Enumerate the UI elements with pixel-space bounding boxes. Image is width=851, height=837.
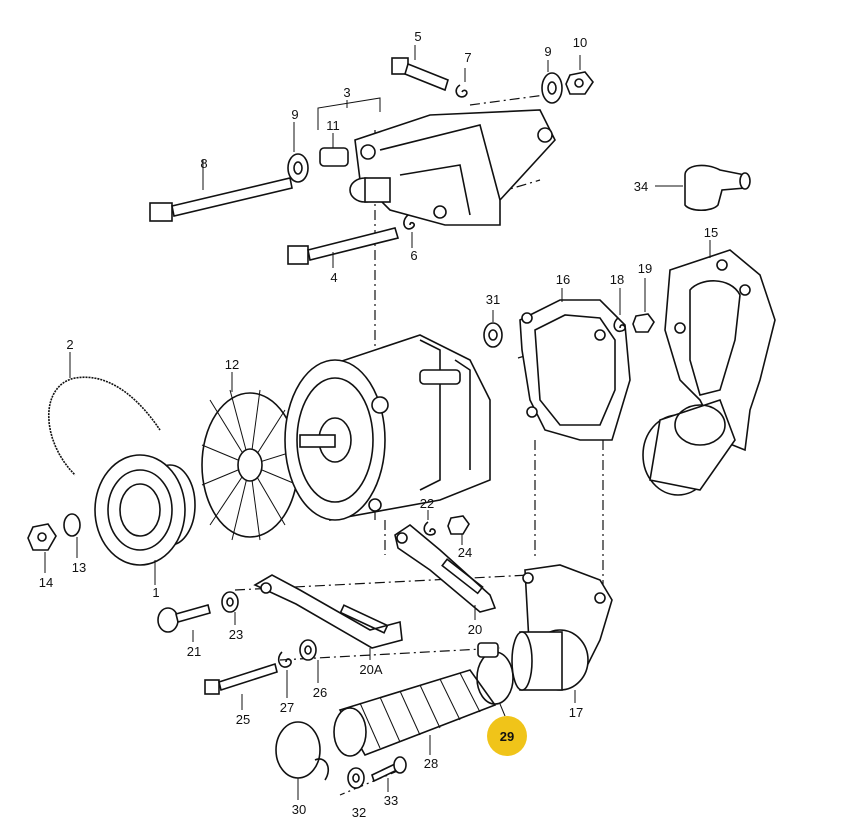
elbow-part-34 bbox=[655, 164, 751, 212]
label-part-8[interactable]: 8 bbox=[200, 156, 207, 171]
label-part-1[interactable]: 1 bbox=[152, 585, 159, 600]
alternator-body bbox=[284, 334, 491, 521]
v-belt-part-2 bbox=[47, 352, 162, 477]
washer-part-23 bbox=[221, 591, 239, 625]
nut-part-19 bbox=[632, 278, 655, 333]
label-part-19[interactable]: 19 bbox=[638, 261, 652, 276]
nut-part-10 bbox=[565, 55, 594, 95]
label-part-23[interactable]: 23 bbox=[229, 627, 243, 642]
label-part-21[interactable]: 21 bbox=[187, 644, 201, 659]
label-part-2[interactable]: 2 bbox=[66, 337, 73, 352]
clip-part-6 bbox=[403, 214, 416, 248]
label-part-10[interactable]: 10 bbox=[573, 35, 587, 50]
label-part-13[interactable]: 13 bbox=[72, 560, 86, 575]
label-part-25[interactable]: 25 bbox=[236, 712, 250, 727]
nut-part-14 bbox=[27, 523, 57, 573]
bolt-part-21 bbox=[157, 604, 211, 642]
cover-part-16 bbox=[519, 288, 631, 441]
label-part-7[interactable]: 7 bbox=[464, 50, 471, 65]
duct-housing-part-15 bbox=[642, 240, 776, 496]
label-part-20[interactable]: 20 bbox=[468, 622, 482, 637]
grommet-part-31 bbox=[483, 310, 503, 348]
bolt-part-8 bbox=[149, 160, 293, 222]
washer-part-32 bbox=[347, 767, 365, 789]
part-labels: 1 2 3 4 5 6 7 8 9 9 10 11 12 13 14 15 16… bbox=[39, 29, 718, 820]
lock-washer-part-13 bbox=[63, 513, 81, 558]
label-part-22[interactable]: 22 bbox=[420, 496, 434, 511]
clamp-part-29 bbox=[476, 642, 514, 717]
hose-part-28 bbox=[333, 669, 497, 757]
nut-part-24 bbox=[447, 515, 470, 545]
bracket-part-20A bbox=[253, 574, 403, 660]
mounting-bracket bbox=[349, 109, 556, 226]
label-part-30[interactable]: 30 bbox=[292, 802, 306, 817]
label-part-14[interactable]: 14 bbox=[39, 575, 53, 590]
bolt-part-25 bbox=[204, 662, 278, 710]
bracket-part-3-brace bbox=[317, 97, 381, 130]
ring-part-30 bbox=[275, 721, 330, 800]
label-part-5[interactable]: 5 bbox=[414, 29, 421, 44]
label-part-9-right[interactable]: 9 bbox=[544, 44, 551, 59]
label-part-18[interactable]: 18 bbox=[610, 272, 624, 287]
washer-part-26 bbox=[299, 639, 319, 683]
washer-part-9-left bbox=[287, 122, 309, 183]
bolt-part-4 bbox=[287, 227, 400, 268]
label-part-26[interactable]: 26 bbox=[313, 685, 327, 700]
label-part-15[interactable]: 15 bbox=[704, 225, 718, 240]
label-part-24[interactable]: 24 bbox=[458, 545, 472, 560]
highlight-marker bbox=[487, 716, 527, 756]
label-part-20A[interactable]: 20A bbox=[359, 662, 382, 677]
label-part-11[interactable]: 11 bbox=[326, 118, 340, 133]
washer-part-9-right bbox=[541, 60, 563, 104]
label-part-33[interactable]: 33 bbox=[384, 793, 398, 808]
label-part-6[interactable]: 6 bbox=[410, 248, 417, 263]
label-part-32[interactable]: 32 bbox=[352, 805, 366, 820]
bushing-part-11 bbox=[319, 133, 349, 167]
label-part-3[interactable]: 3 bbox=[343, 85, 350, 100]
pulley-part-1 bbox=[94, 454, 196, 585]
clip-part-18 bbox=[613, 288, 626, 333]
clip-part-22 bbox=[423, 510, 436, 536]
duct-part-17 bbox=[511, 564, 613, 703]
label-part-34[interactable]: 34 bbox=[634, 179, 648, 194]
label-part-31[interactable]: 31 bbox=[486, 292, 500, 307]
clip-part-27 bbox=[277, 651, 292, 698]
label-part-4[interactable]: 4 bbox=[330, 270, 337, 285]
label-part-27[interactable]: 27 bbox=[280, 700, 294, 715]
screw-part-33 bbox=[371, 756, 407, 792]
bracket-part-20 bbox=[394, 524, 497, 620]
fan-part-12 bbox=[201, 372, 299, 541]
bolt-part-5 bbox=[391, 45, 449, 92]
label-part-9-left[interactable]: 9 bbox=[291, 107, 298, 122]
label-part-12[interactable]: 12 bbox=[225, 357, 239, 372]
label-part-28[interactable]: 28 bbox=[424, 756, 438, 771]
label-part-16[interactable]: 16 bbox=[556, 272, 570, 287]
label-part-29[interactable]: 29 bbox=[500, 729, 514, 744]
label-part-17[interactable]: 17 bbox=[569, 705, 583, 720]
highlight-callout-part-29[interactable]: 29 bbox=[487, 716, 527, 756]
clip-part-7 bbox=[455, 68, 468, 98]
